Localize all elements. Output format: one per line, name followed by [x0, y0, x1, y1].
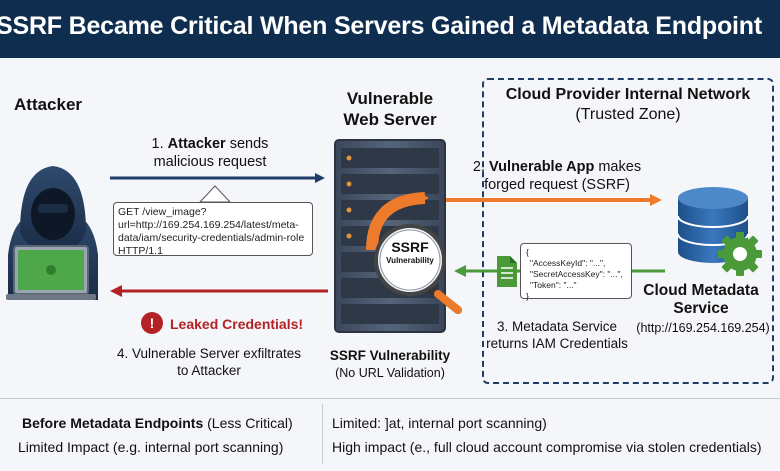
attacker-label: Attacker [14, 95, 83, 114]
magnifier-icon [374, 224, 462, 314]
footer-left-title-bold: Before Metadata Endpoints [22, 415, 204, 431]
step-2-prefix: 2. [472, 159, 490, 175]
ssrf-badge-line1: SSRF [391, 239, 429, 255]
step-2-rest: makes [594, 159, 642, 175]
footer-right-line1: Limited: ]at, internal port scanning) [332, 415, 547, 431]
step-4-line2: to Attacker [177, 363, 241, 378]
metadata-service-line1: Cloud Metadata [643, 282, 759, 299]
leaked-credentials-label: Leaked Credentials! [170, 316, 304, 332]
step-3-line2: returns IAM Credentials [486, 336, 628, 351]
ssrf-vulnerability-caption: SSRF Vulnerability [329, 348, 451, 363]
callout-pointer [198, 185, 232, 203]
step-4-label: 4. Vulnerable Server exfiltrates to Atta… [100, 345, 318, 379]
footer-left-line2: Limited Impact (e.g. internal port scann… [18, 439, 284, 455]
step-2-bold: Vulnerable App [489, 159, 595, 175]
metadata-service-label: Cloud Metadata Service [618, 282, 780, 318]
server-title: Vulnerable Web Server [330, 88, 450, 130]
warning-icon-glyph: ! [149, 315, 155, 331]
ssrf-curve-arrow [366, 192, 429, 251]
metadata-service-line2: Service [673, 300, 729, 317]
document-icon [497, 256, 517, 287]
footer-left-title: Before Metadata Endpoints (Less Critical… [22, 415, 293, 431]
step-1-bold: Attacker [167, 136, 226, 152]
json-line-4: "Token": "..." [530, 280, 577, 290]
step-1-line2: malicious request [153, 154, 267, 170]
trusted-zone-boundary [482, 78, 774, 384]
comparison-footer: Before Metadata Endpoints (Less Critical… [0, 398, 780, 471]
http-request-callout: GET /view_image? url=http://169.254.169.… [113, 202, 313, 257]
credentials-json-box: { "AccessKeyId": "...", "SecretAccessKey… [520, 243, 632, 301]
json-line-1: { [526, 247, 529, 257]
json-line-5: } [526, 291, 529, 301]
server-title-line2: Web Server [343, 110, 437, 129]
ssrf-badge: SSRF Vulnerability [380, 240, 440, 266]
step-1-rest: sends [225, 136, 269, 152]
cloud-zone-subtitle: (Trusted Zone) [575, 106, 681, 123]
request-line-3: data/iam/security-credentials/admin-role [118, 232, 305, 244]
step-3-line1: 3. Metadata Service [496, 319, 618, 334]
step-1-prefix: 1. [151, 136, 168, 152]
request-line-2: url=http://169.254.169.254/latest/meta- [118, 219, 299, 231]
server-title-line1: Vulnerable [346, 89, 434, 108]
footer-right-line2: High impact (e., full cloud account comp… [332, 439, 762, 455]
step-2-line2: forged request (SSRF) [484, 177, 630, 193]
step-4-line1: 4. Vulnerable Server exfiltrates [116, 346, 302, 361]
step-1-label: 1. Attacker sends malicious request [120, 135, 300, 171]
cloud-zone-title: Cloud Provider Internal Network [505, 86, 751, 103]
ssrf-vulnerability-subcaption: (No URL Validation) [335, 366, 445, 380]
step-3-label: 3. Metadata Service returns IAM Credenti… [482, 318, 632, 352]
laptop-icon [6, 245, 96, 300]
footer-divider [322, 404, 323, 464]
json-line-3: "SecretAccessKey": "...", [530, 269, 623, 279]
footer-left-title-rest: (Less Critical) [203, 415, 293, 431]
request-line-1: GET /view_image? [118, 206, 207, 218]
json-line-2: "AccessKeyId": "...", [530, 258, 606, 268]
title-bar: SSRF Became Critical When Servers Gained… [0, 0, 780, 58]
step-2-label: 2. Vulnerable App makes forged request (… [462, 158, 652, 194]
warning-icon [141, 312, 163, 334]
request-line-4: HTTP/1.1 [118, 245, 163, 257]
metadata-service-ip: (http://169.254.169.254) [636, 321, 770, 335]
gear-icon [718, 232, 762, 276]
ssrf-badge-line2: Vulnerability [386, 256, 434, 265]
page-title: SSRF Became Critical When Servers Gained… [0, 12, 762, 40]
